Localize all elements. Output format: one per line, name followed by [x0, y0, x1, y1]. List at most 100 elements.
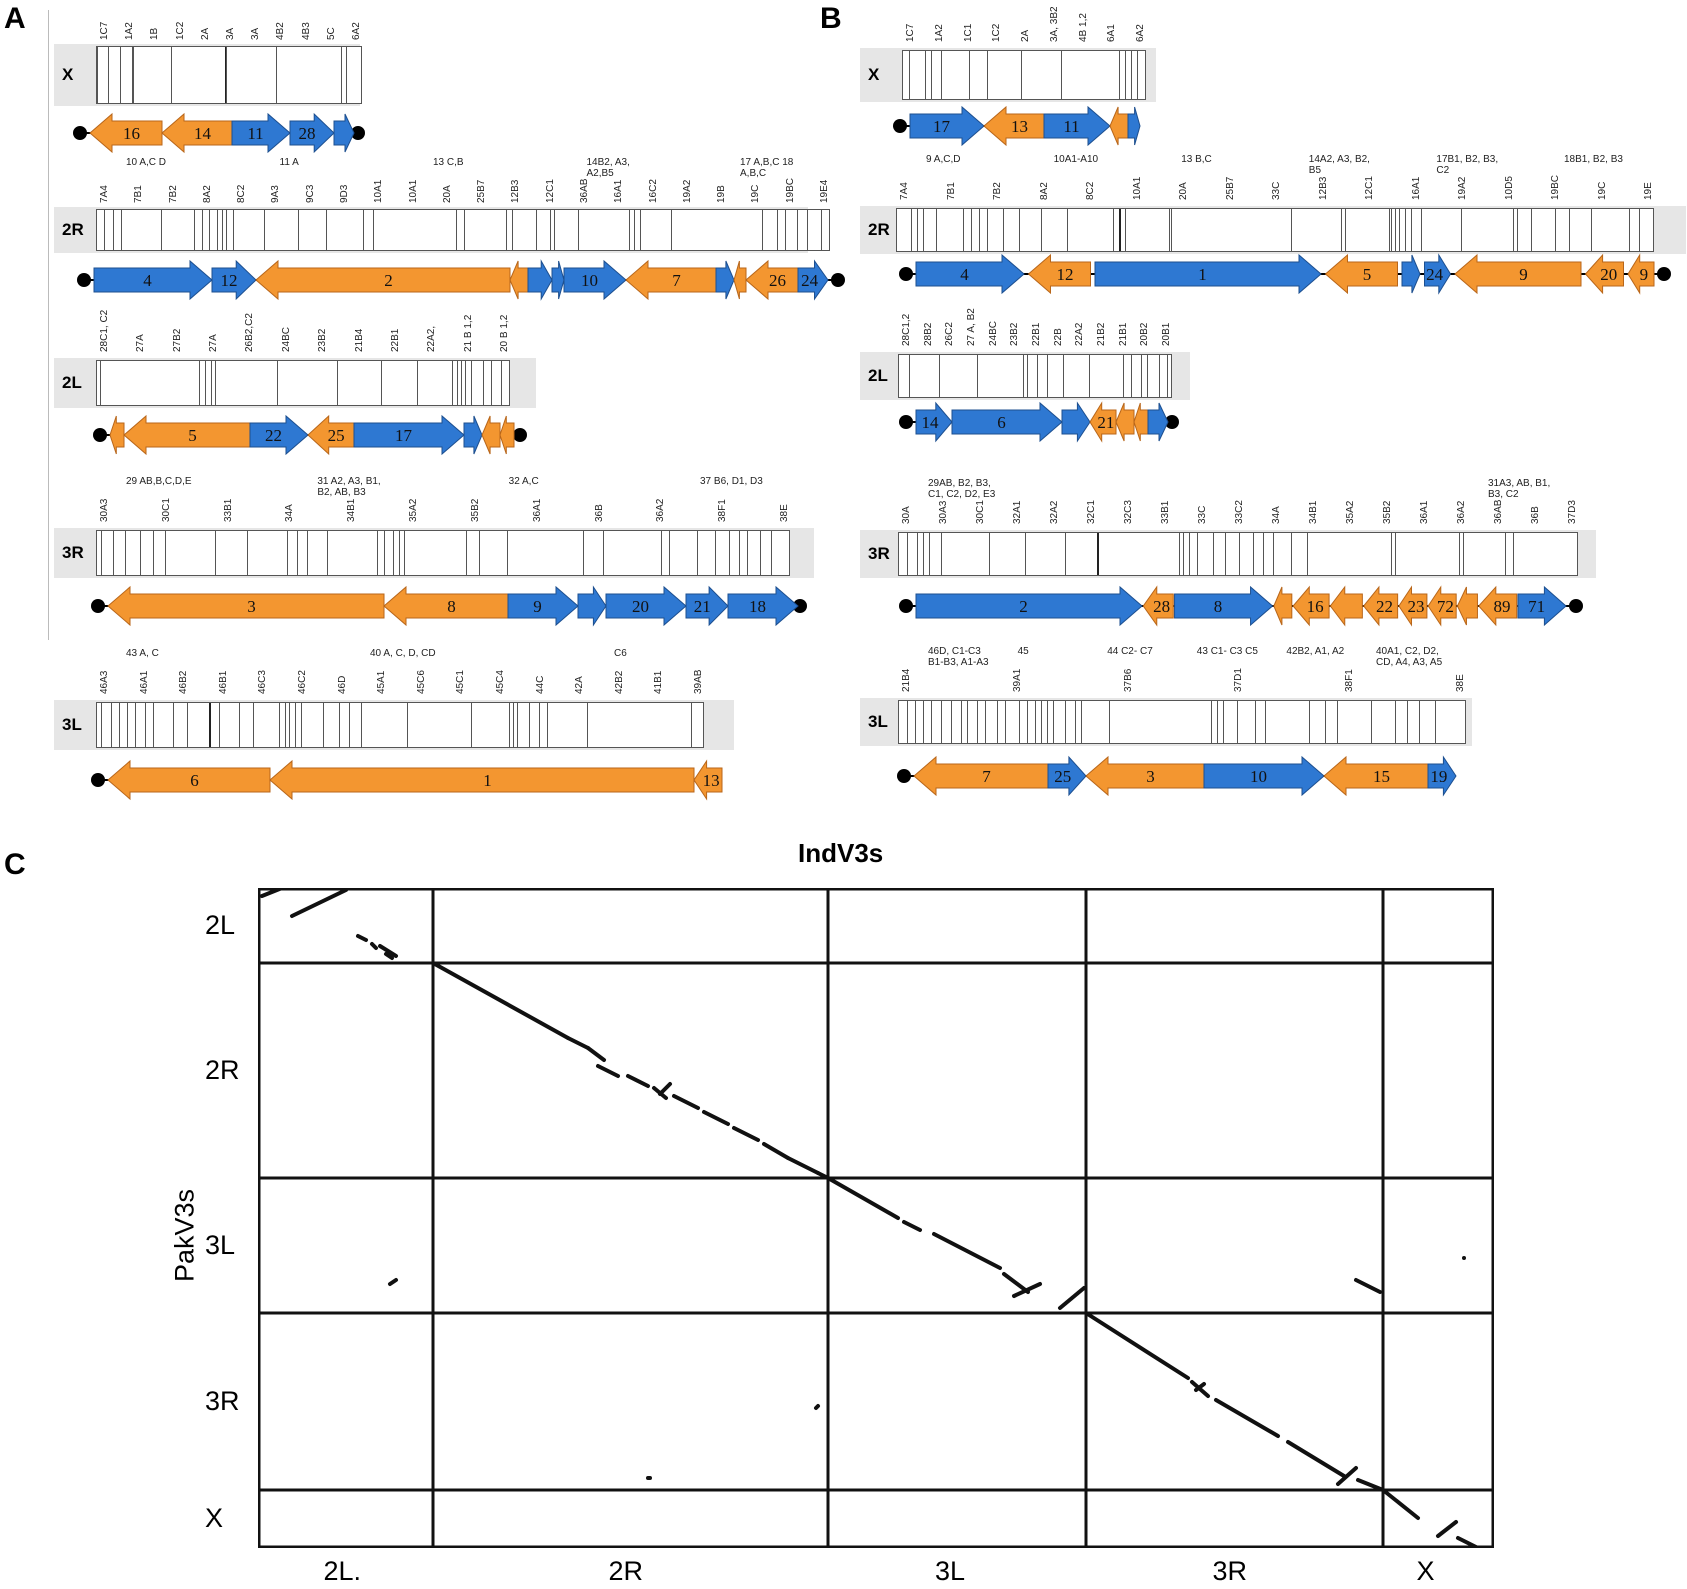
- segment-arrow-orange: [1398, 585, 1428, 627]
- cytoband-line: [1395, 701, 1396, 743]
- segment-arrow-blue: [289, 112, 335, 154]
- cytoband-line: [1023, 355, 1024, 397]
- segment-arrow-orange: [1584, 253, 1624, 295]
- cytoband-line: [1337, 701, 1338, 743]
- cytoband-line: [326, 210, 327, 250]
- cytoband-line: [777, 210, 778, 250]
- segment-arrow-blue: [463, 415, 483, 455]
- segment-arrow-blue: [563, 259, 627, 301]
- segment-arrow-blue: [1094, 253, 1322, 295]
- cytoband-line: [452, 361, 453, 405]
- dotplot-x-tick-label: 3L: [935, 1556, 966, 1586]
- cytoband-line: [1125, 209, 1126, 251]
- a-3r-group-label: 29 AB,B,C,D,E: [126, 476, 192, 487]
- cytoband-line: [1463, 533, 1464, 575]
- cytoband-line: [1125, 51, 1126, 99]
- cytoband-line: [578, 210, 579, 250]
- cytoband-line: [669, 531, 670, 575]
- b-2r-band-label: 7B2: [992, 182, 1003, 200]
- segment-label: 11: [1063, 117, 1079, 136]
- alignment-segment: [1456, 1536, 1480, 1548]
- a-x-band-label: 5C: [325, 27, 337, 40]
- b-3l-group-label: 43 C1- C3 C5: [1196, 646, 1258, 657]
- panel-a-divider: [48, 10, 49, 640]
- b-x-band-label: 1C2: [991, 23, 1003, 42]
- b-3l-chromosome-bar: [898, 700, 1466, 744]
- b-3l-band-label: 38E: [1455, 674, 1466, 692]
- cytoband-line: [461, 361, 462, 405]
- cytoband-line: [1027, 701, 1028, 743]
- cytoband-line: [279, 703, 280, 747]
- a-2l-band-label: 20 B 1,2: [499, 314, 510, 352]
- cytoband-line: [1075, 701, 1076, 743]
- b-x-chromosome-bar: [902, 50, 1146, 100]
- cytoband-line: [187, 703, 188, 747]
- cytoband-line: [349, 703, 350, 747]
- cytoband-line: [289, 703, 290, 747]
- segment-arrow-orange: [1456, 586, 1478, 626]
- a-2r-band-label: 12C1: [544, 179, 556, 203]
- segment-arrow-orange: [89, 112, 163, 154]
- dotplot-title: IndV3s: [798, 838, 884, 868]
- cytoband-line: [125, 531, 126, 575]
- a-x-band-label: 4B2: [275, 22, 287, 40]
- a-2r-band-label: 8C2: [236, 184, 248, 203]
- b-2r-band-label: 19E: [1643, 182, 1654, 200]
- a-3r-band-label: 33B1: [222, 498, 234, 522]
- cytoband-line: [1097, 533, 1099, 575]
- b-x-band-label: 4B 1,2: [1077, 13, 1089, 42]
- b-2r-band-label: 10D5: [1503, 176, 1515, 200]
- cytoband-line: [1569, 209, 1570, 251]
- a-x-band-label: 1A2: [124, 22, 136, 40]
- cytoband-line: [969, 51, 970, 99]
- telomere-dot-left: [897, 769, 911, 783]
- cytoband-line: [941, 533, 942, 575]
- b-3l-band-label: 37B6: [1122, 668, 1134, 692]
- b-2r-band-label: 12C1: [1364, 176, 1375, 200]
- a-2r-band-label: 20A: [441, 185, 453, 203]
- b-2r-band-label: 16A1: [1410, 176, 1422, 200]
- a-2r-band-label: 25B7: [476, 179, 488, 203]
- segment-label: 17: [395, 426, 413, 445]
- cytoband-line: [1109, 701, 1110, 743]
- b-x-band-label: 3A, 3B2: [1048, 6, 1060, 42]
- cytoband-line: [797, 210, 798, 250]
- cytoband-line: [1019, 209, 1020, 251]
- segment-arrow-blue: [909, 105, 985, 147]
- cytoband-line: [715, 531, 716, 575]
- segment-arrow-orange: [1292, 585, 1330, 627]
- b-3r-band-label: 32A2: [1049, 500, 1060, 524]
- cytoband-line: [1217, 701, 1218, 743]
- a-x-band-label: 3A: [250, 27, 262, 40]
- cytoband-line: [554, 210, 555, 250]
- cytoband-line: [931, 51, 932, 99]
- segment-label: 20: [632, 597, 649, 616]
- cytoband-line: [337, 361, 338, 405]
- a-2l-band-label: 21B4: [353, 328, 365, 352]
- cytoband-line: [1419, 701, 1420, 743]
- cytoband-line: [1067, 209, 1068, 251]
- segment-arrow-blue: [93, 259, 213, 301]
- segment-label: 7: [672, 271, 681, 290]
- b-2l-band-label: 23B2: [1009, 322, 1021, 346]
- alignment-segment: [786, 1156, 820, 1175]
- b-3r-band-label: 30A: [901, 506, 912, 524]
- segment-arrow-blue: [1174, 585, 1274, 627]
- segment-arrow-orange: [1329, 585, 1363, 627]
- a-3r-band-label: 36A1: [531, 498, 543, 522]
- segment-arrow-blue: [249, 414, 309, 456]
- segment-label: 14: [194, 124, 212, 143]
- cytoband-line: [785, 210, 786, 250]
- b-2r-group-label: 18B1, B2, B3: [1564, 154, 1623, 165]
- cytoband-line: [967, 701, 968, 743]
- cytoband-line: [547, 703, 548, 747]
- alignment-segment: [762, 1142, 790, 1160]
- segment-label: 1: [483, 771, 492, 790]
- cytoband-line: [539, 703, 540, 747]
- cytoband-line: [1255, 701, 1256, 743]
- a-2l-band-label: 21 B 1,2: [462, 314, 474, 352]
- cytoband-line: [239, 703, 240, 747]
- segment-label: 8: [1214, 597, 1223, 616]
- a-3l-band-label: 42A: [574, 676, 586, 694]
- segment-label: 16: [123, 124, 140, 143]
